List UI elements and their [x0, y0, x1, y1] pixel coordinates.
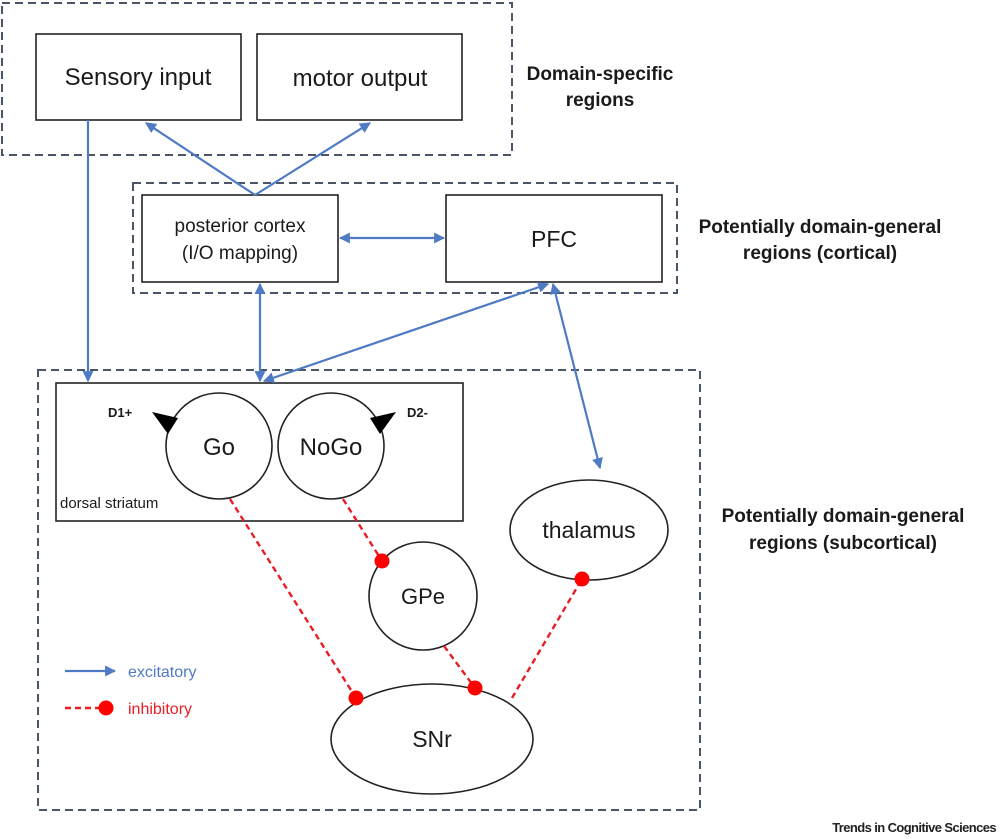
gpe-snr-terminal — [467, 680, 483, 696]
snr-label: SNr — [412, 726, 452, 752]
d2-label: D2- — [407, 405, 428, 420]
legend-excitatory-label: excitatory — [128, 664, 196, 681]
go-node — [165, 392, 273, 500]
posterior-cortex-label: posterior cortex — [175, 216, 306, 237]
d2-receptor-icon — [370, 412, 396, 434]
d1-receptor-icon — [152, 412, 178, 434]
d1-label: D1+ — [108, 405, 133, 420]
posterior-to-motor-arrow — [254, 122, 371, 196]
go-to-snr-inhibition — [228, 498, 358, 699]
pfc-label: PFC — [531, 226, 577, 252]
legend-inhibitory-dot-icon — [98, 700, 114, 716]
go-label: Go — [203, 434, 235, 461]
domain-specific-label: Domain-specific — [527, 64, 674, 85]
nogo-to-gpe-inhibition — [341, 498, 384, 562]
posterior-cortex-node — [141, 194, 339, 283]
sensory-input-label: Sensory input — [65, 64, 212, 91]
snr-node — [330, 683, 534, 795]
snr-to-thalamus-inhibition — [510, 578, 584, 699]
pfc-node — [445, 194, 663, 283]
pfc-striatum-arrow — [262, 281, 550, 384]
posterior-cortex-sublabel: (I/O mapping) — [182, 243, 298, 264]
subcortical-region-label-line2: regions (subcortical) — [749, 533, 937, 554]
nogo-node — [277, 392, 385, 500]
sensory-input-node — [35, 33, 242, 121]
legend-inhibitory-label: inhibitory — [128, 701, 192, 718]
gpe-label: GPe — [401, 584, 445, 609]
cortical-region-label-line2: regions (cortical) — [743, 243, 897, 264]
gpe-to-snr-inhibition — [443, 645, 476, 689]
nogo-label: NoGo — [300, 434, 363, 461]
cortical-region-label: Potentially domain-general — [699, 217, 942, 238]
domain-specific-region-box — [1, 2, 513, 156]
posterior-to-sensory-arrow — [145, 122, 256, 196]
subcortical-region-label: Potentially domain-general — [722, 506, 965, 527]
pfc-thalamus-arrow — [550, 282, 603, 470]
domain-specific-label-line2: regions — [566, 90, 635, 111]
nogo-gpe-terminal — [374, 553, 390, 569]
dorsal-striatum-label: dorsal striatum — [60, 495, 158, 512]
go-snr-terminal — [348, 690, 364, 706]
legend: excitatory inhibitory — [65, 664, 196, 718]
snr-thalamus-terminal — [574, 571, 590, 587]
gpe-node — [368, 541, 478, 651]
motor-output-label: motor output — [293, 65, 428, 92]
thalamus-label: thalamus — [542, 517, 635, 543]
motor-output-node — [256, 33, 463, 121]
journal-credit: Trends in Cognitive Sciences — [832, 820, 996, 835]
